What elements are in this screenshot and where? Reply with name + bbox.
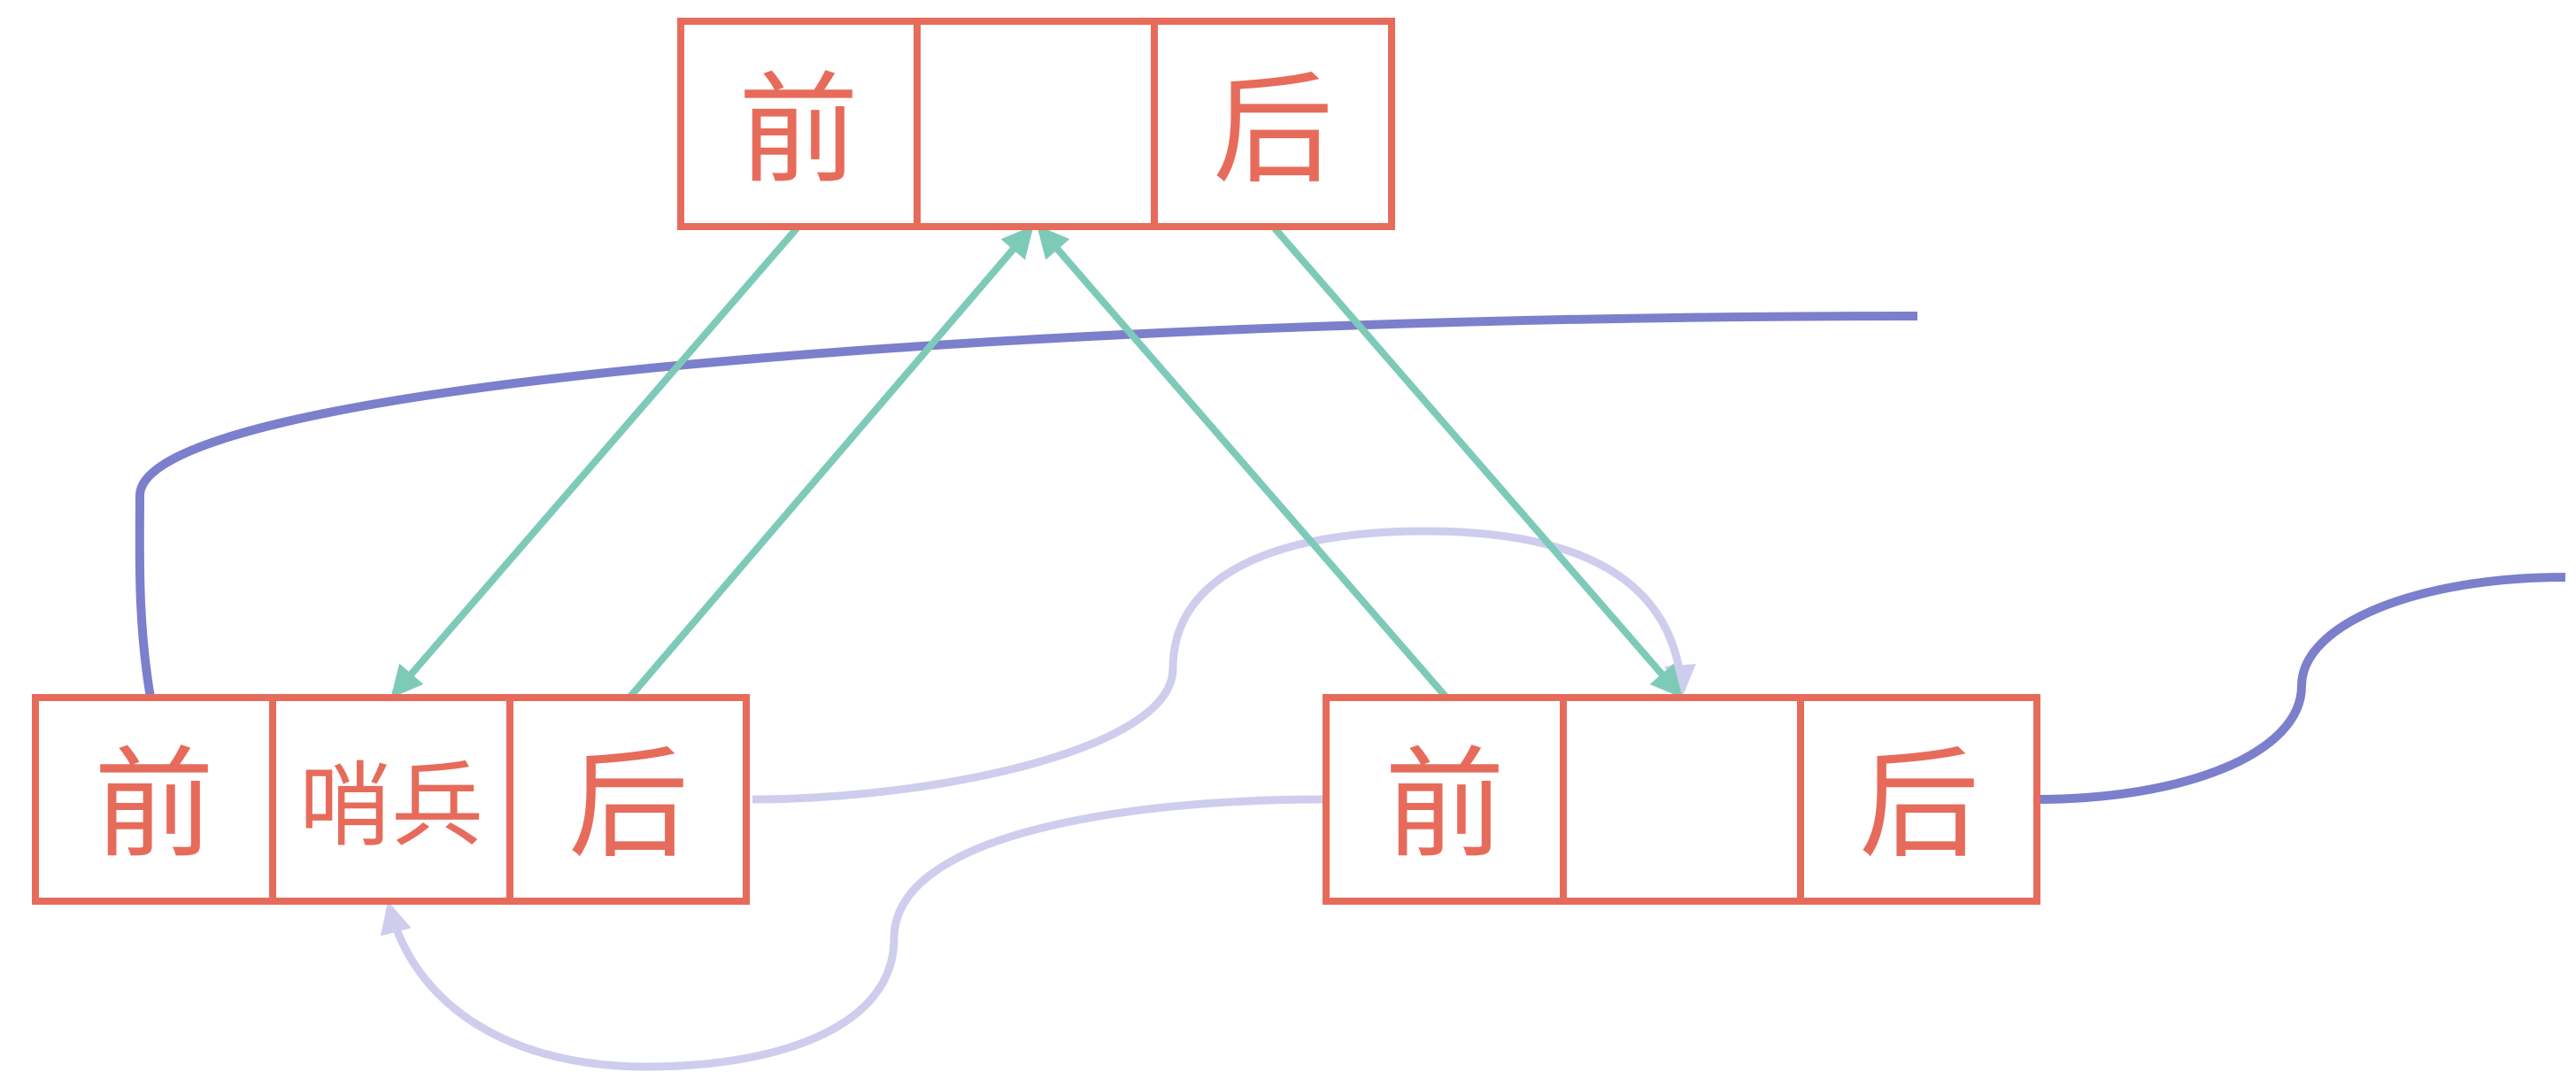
node-top: 前 后: [677, 18, 1395, 230]
navy-line-from-right-next: [2035, 573, 2566, 804]
node-left-sentinel: 前 哨兵 后: [32, 694, 750, 905]
teal-arrow-top-next-to-right-node: [1271, 226, 1683, 698]
node-left-prev-label: 前: [94, 736, 214, 876]
node-left-next-label: 后: [568, 736, 689, 876]
lavender-curve-left-next-to-right-node: [752, 527, 1696, 804]
node-left-frame: [32, 694, 750, 905]
node-top-next-label: 后: [1213, 61, 1333, 201]
node-left-middle-label: 哨兵: [299, 752, 483, 860]
node-right-prev-label: 前: [1384, 736, 1505, 876]
navy-line-from-left-prev: [135, 312, 1918, 698]
node-top-frame: [677, 18, 1395, 230]
node-right: 前 后: [1323, 694, 2040, 905]
node-right-frame: [1323, 694, 2040, 905]
teal-arrow-right-prev-to-top-node: [1037, 225, 1450, 700]
teal-arrow-left-next-to-top-node: [626, 225, 1034, 700]
lavender-curve-right-prev-to-left-node: [380, 795, 1324, 1071]
node-top-prev-label: 前: [738, 61, 859, 201]
teal-arrow-top-prev-to-left-node: [390, 226, 800, 698]
node-right-next-label: 后: [1859, 736, 1979, 876]
